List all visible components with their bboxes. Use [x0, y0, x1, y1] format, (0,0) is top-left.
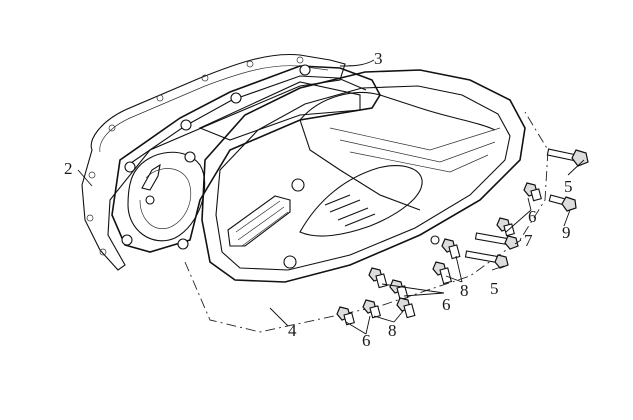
callout-5-bottom: 5 [490, 279, 499, 298]
callout-7: 7 [524, 231, 533, 250]
callout-8-bottom: 8 [388, 321, 397, 340]
bolt-8-b [389, 279, 409, 301]
callout-2: 2 [64, 159, 73, 178]
long-bolt-5-bottom [464, 250, 509, 269]
callout-6-bottom: 6 [362, 331, 371, 350]
callout-4: 4 [288, 321, 297, 340]
short-bolts [336, 182, 542, 326]
long-bolt-9 [548, 194, 577, 212]
bolt-6-a [523, 182, 542, 202]
callout-9: 9 [562, 223, 571, 242]
leader-lines [77, 59, 585, 335]
bolt-8-a [432, 261, 453, 285]
bolt-6-e [362, 299, 381, 319]
callout-8-right: 8 [460, 281, 469, 300]
callout-labels: 2 3 4 5 5 6 6 6 7 8 8 9 [64, 49, 573, 350]
inner-cover-part-3 [111, 64, 381, 253]
callout-5-top: 5 [564, 177, 573, 196]
bolt-6-d [368, 267, 388, 289]
bolt-6-c [441, 238, 461, 260]
long-bolt-5-top [546, 148, 589, 167]
callout-6-middle: 6 [442, 295, 451, 314]
long-bolt-7 [474, 232, 519, 250]
bolt-8-c [396, 297, 416, 319]
callout-3: 3 [374, 49, 383, 68]
bolt-6-f [336, 306, 355, 326]
gasket-part-2 [81, 53, 346, 271]
callout-6-right: 6 [528, 207, 537, 226]
outer-cover-part-4 [184, 69, 549, 333]
